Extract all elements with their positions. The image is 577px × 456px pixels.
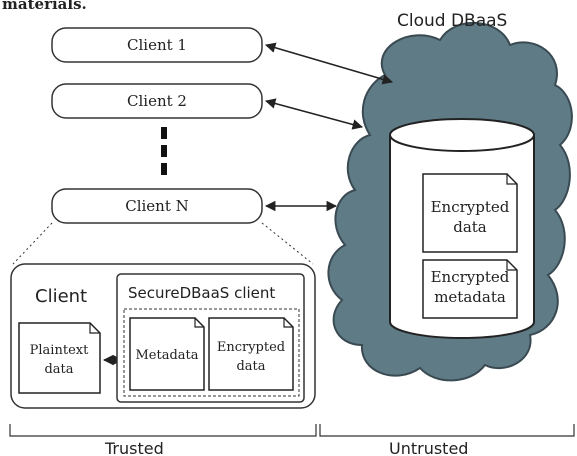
client-n-label: Client N <box>125 197 189 215</box>
arrow-client2-cloud <box>264 98 364 130</box>
client-2-label: Client 2 <box>127 92 187 110</box>
db-encrypted-metadata-doc: Encrypted metadata <box>422 259 518 319</box>
client-n-box: Client N <box>51 188 263 224</box>
untrusted-label: Untrusted <box>389 439 468 456</box>
client-detail-title: Client <box>35 286 87 307</box>
zoom-line-right <box>261 222 314 265</box>
arrow-client1-cloud <box>264 42 394 85</box>
metadata-doc <box>129 317 205 391</box>
db-doc2-line1: Encrypted <box>431 268 510 286</box>
client-1-label: Client 1 <box>127 36 187 54</box>
client-1-box: Client 1 <box>51 27 263 63</box>
cloud-label: Cloud DBaaS <box>397 11 507 31</box>
plaintext-line1: Plaintext <box>30 343 89 358</box>
client-2-box: Client 2 <box>51 83 263 119</box>
db-doc1-line2: data <box>453 218 487 236</box>
plaintext-line2: data <box>44 362 73 377</box>
db-encrypted-data-doc: Encrypted data <box>422 173 518 253</box>
zone-brackets <box>9 424 575 437</box>
client-encrypted-doc <box>208 317 294 391</box>
db-doc2-line2: metadata <box>434 288 506 306</box>
zoom-line-left <box>12 222 53 265</box>
db-doc1-line1: Encrypted <box>431 198 510 216</box>
secure-client-title: SecureDBaaS client <box>128 284 275 302</box>
ellipsis-dashes <box>161 127 167 175</box>
client-detail-box: Client Plaintext data SecureDBaaS client… <box>10 263 316 409</box>
secure-inner-dashed <box>123 308 300 397</box>
trusted-label: Trusted <box>104 439 164 456</box>
client-enc-line2: data <box>236 359 265 374</box>
top-cut-text: materials. <box>2 0 87 13</box>
metadata-label: Metadata <box>135 348 198 363</box>
client-enc-line1: Encrypted <box>217 340 285 355</box>
plaintext-doc <box>18 322 101 394</box>
